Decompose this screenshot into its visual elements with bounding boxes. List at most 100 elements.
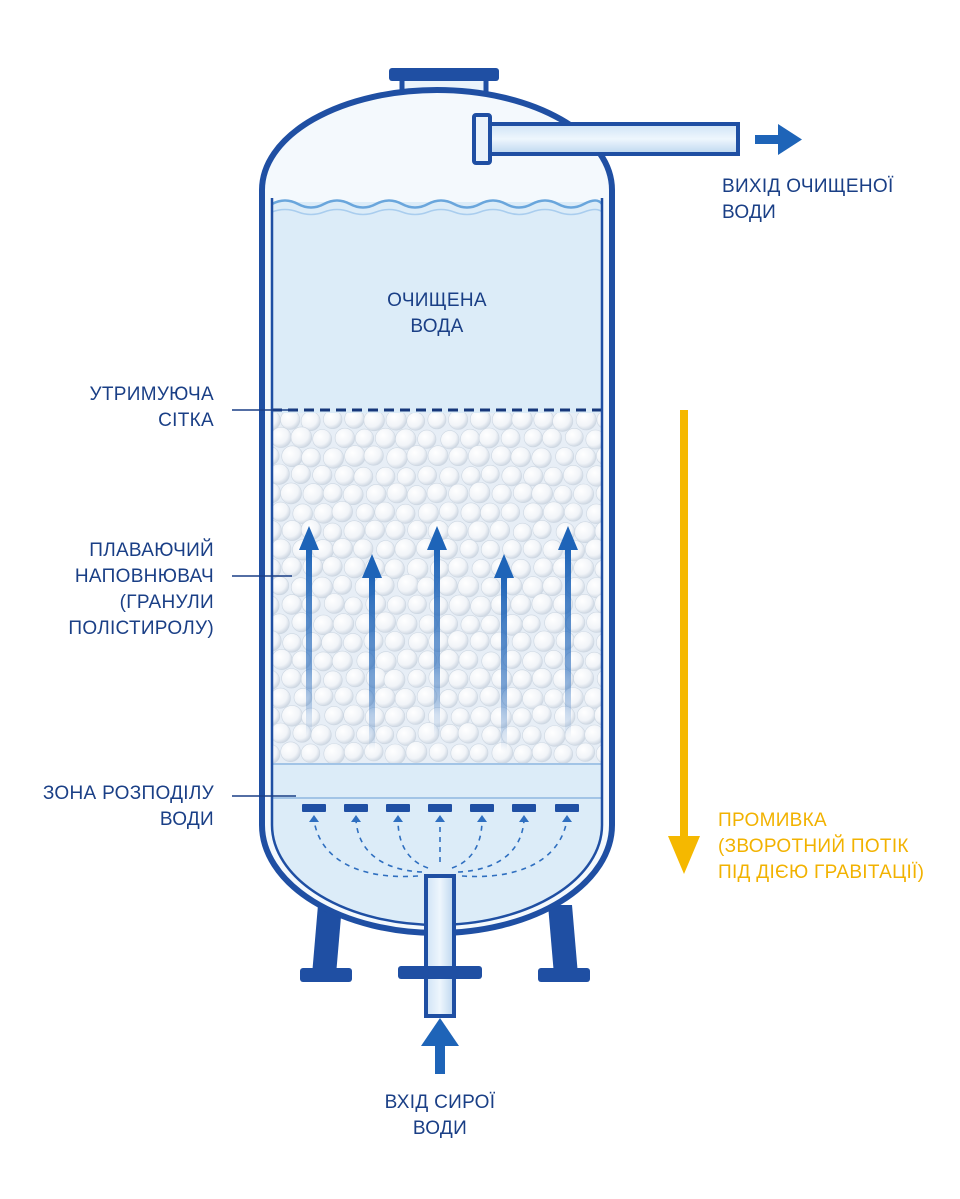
- bead: [448, 413, 469, 430]
- bead: [406, 705, 426, 725]
- bead: [596, 413, 602, 429]
- bead: [385, 413, 407, 431]
- bead: [375, 651, 397, 673]
- bead: [586, 503, 602, 524]
- bead: [523, 466, 544, 487]
- bead: [531, 482, 554, 505]
- bead: [272, 744, 281, 763]
- bead: [397, 574, 419, 596]
- bead: [511, 631, 532, 652]
- bead: [322, 522, 343, 543]
- bead: [281, 445, 304, 468]
- bead: [512, 482, 534, 503]
- bead: [457, 722, 479, 744]
- bead: [480, 502, 500, 523]
- bead: [448, 594, 471, 616]
- bead: [457, 575, 480, 598]
- bead: [395, 428, 417, 450]
- bead: [353, 538, 374, 559]
- bead: [407, 669, 427, 688]
- bead: [312, 465, 333, 486]
- bead: [374, 427, 396, 449]
- bead: [594, 593, 602, 614]
- bead: [510, 446, 531, 468]
- outlet-label-line1: ВИХІД ОЧИЩЕНОЇ: [722, 176, 894, 197]
- water-surface: [271, 199, 604, 209]
- bead: [334, 686, 354, 706]
- bead: [300, 413, 321, 431]
- bead: [522, 651, 543, 672]
- bead: [469, 667, 491, 689]
- bead: [331, 650, 353, 672]
- bead: [512, 522, 532, 542]
- retaining-mesh-label-line2: СІТКА: [158, 410, 214, 431]
- bead: [322, 556, 343, 577]
- bead: [365, 593, 387, 615]
- bead: [500, 502, 521, 522]
- bead: [523, 502, 544, 523]
- bead: [468, 445, 490, 467]
- bead: [417, 502, 439, 524]
- bead: [594, 559, 602, 579]
- bead: [448, 483, 469, 504]
- bead: [300, 743, 321, 763]
- bead: [480, 539, 500, 559]
- bead: [272, 576, 290, 596]
- bead: [281, 705, 303, 727]
- clean-water-label-line2: ВОДА: [410, 316, 464, 337]
- bead: [543, 466, 563, 487]
- bead: [437, 575, 458, 596]
- retaining-mesh-label-line1: УТРИМУЮЧА: [89, 384, 214, 405]
- bead: [553, 744, 573, 763]
- bead: [574, 593, 595, 614]
- bead: [523, 428, 543, 448]
- bead: [313, 503, 334, 524]
- bead: [280, 482, 302, 505]
- bead: [310, 724, 332, 746]
- bead: [375, 466, 396, 487]
- bead: [585, 429, 602, 450]
- bead: [272, 501, 291, 522]
- bead: [354, 428, 374, 448]
- bead: [407, 594, 427, 615]
- bead: [407, 520, 428, 541]
- bead: [481, 725, 502, 746]
- bead: [439, 466, 460, 487]
- bead: [542, 575, 563, 596]
- bead: [373, 575, 395, 596]
- bead: [438, 649, 460, 671]
- bead: [406, 485, 427, 506]
- bead: [363, 413, 385, 432]
- bead: [272, 670, 280, 690]
- bead: [290, 464, 311, 485]
- bead: [531, 704, 552, 725]
- outlet-label: ВИХІД ОЧИЩЕНОЇ ВОДИ: [722, 174, 894, 226]
- bead: [272, 538, 292, 560]
- bead: [553, 485, 573, 505]
- bead: [272, 722, 291, 744]
- arrow-up-icon: [421, 1018, 459, 1074]
- bead: [374, 611, 397, 633]
- bead: [344, 445, 366, 467]
- bead: [491, 445, 512, 466]
- bead: [595, 484, 602, 503]
- bead: [459, 539, 479, 559]
- bead: [555, 447, 575, 466]
- bead: [542, 428, 562, 449]
- bead: [522, 539, 543, 559]
- bead: [596, 633, 602, 652]
- bead: [513, 744, 533, 763]
- bead: [440, 430, 460, 450]
- clean-water-label-line1: ОЧИЩЕНА: [387, 290, 487, 311]
- bead: [384, 558, 405, 580]
- bead: [302, 556, 323, 577]
- bead: [596, 446, 602, 465]
- bead: [531, 667, 553, 689]
- bead: [281, 594, 303, 615]
- arrow-down-icon: [668, 410, 700, 874]
- distribution-zone-label-line1: ЗОНА РОЗПОДІЛУ: [42, 783, 214, 804]
- bead: [470, 706, 492, 728]
- inlet-label: ВХІД СИРОЇ ВОДИ: [340, 1090, 540, 1142]
- bead: [314, 686, 334, 707]
